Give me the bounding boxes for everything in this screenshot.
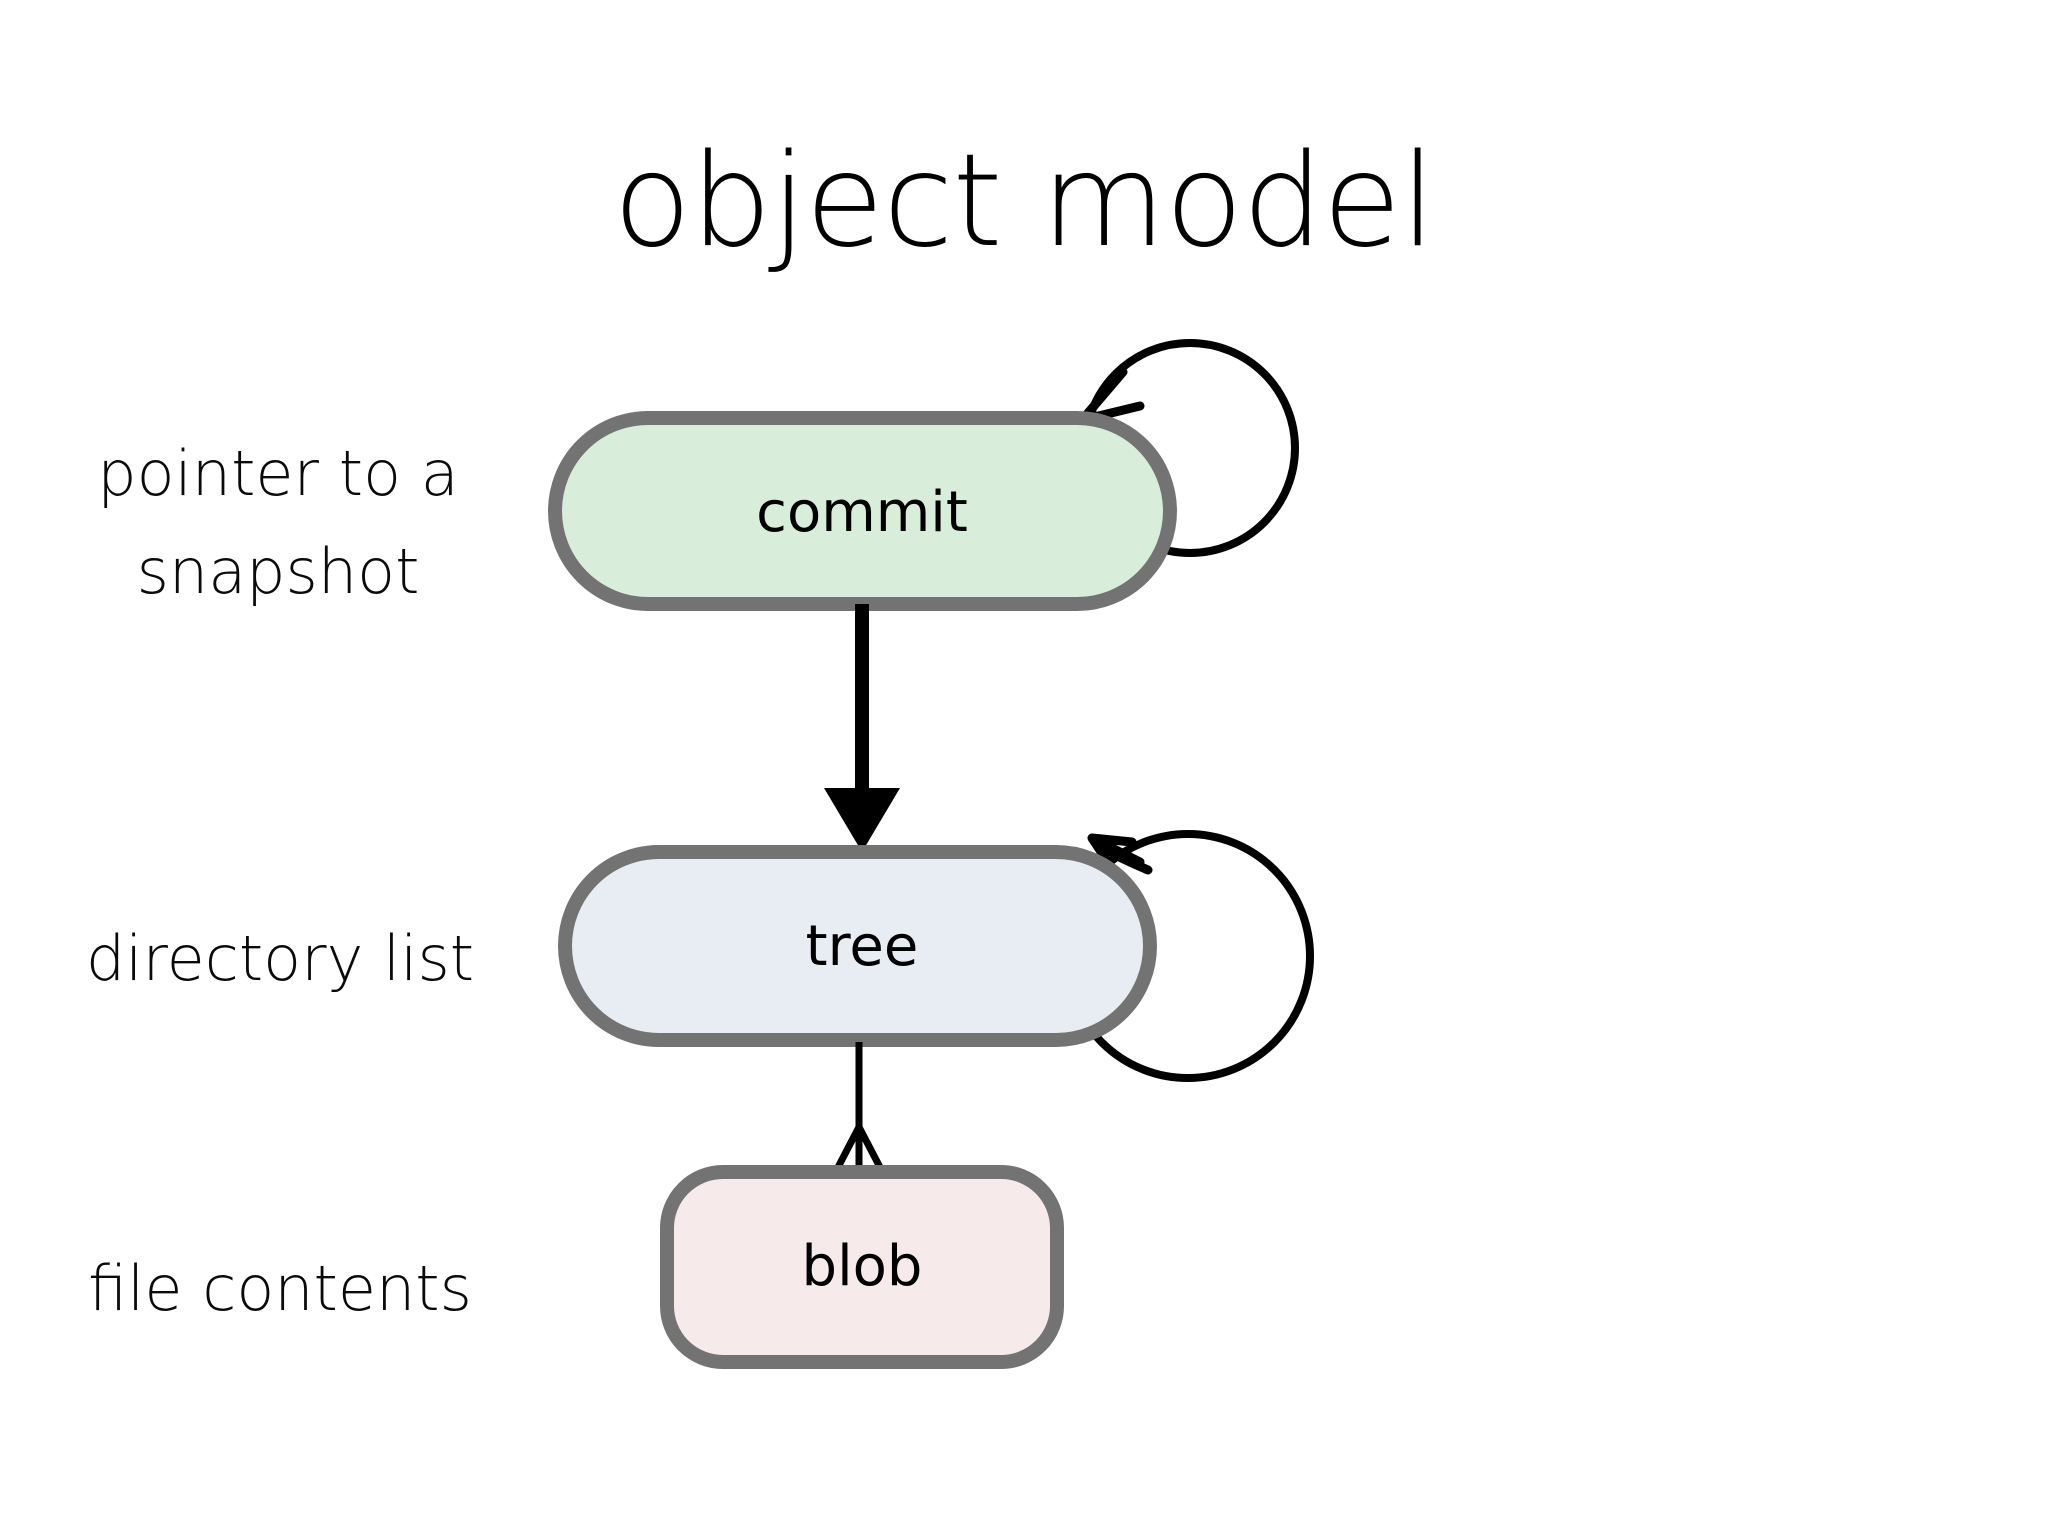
annotation-blob: file contents bbox=[88, 1252, 472, 1325]
tree-node-label: tree bbox=[806, 914, 919, 979]
annotation-tree: directory list bbox=[86, 922, 474, 995]
commit-node-label: commit bbox=[756, 480, 968, 545]
blob-node-label: blob bbox=[802, 1234, 923, 1299]
node-blob[interactable]: blob bbox=[660, 1165, 1064, 1369]
annotation-commit-line2: snapshot bbox=[137, 535, 420, 608]
tree-node-shape[interactable] bbox=[558, 845, 1157, 1047]
commit-tree-arrowhead bbox=[824, 788, 900, 852]
annotation-tree-line1: directory list bbox=[86, 922, 474, 995]
node-tree[interactable]: tree bbox=[558, 845, 1157, 1047]
slide-title: object model bbox=[613, 127, 1435, 276]
node-commit[interactable]: commit bbox=[548, 411, 1177, 611]
annotation-commit-line1: pointer to a bbox=[97, 437, 458, 510]
edge-blob-to-tree bbox=[831, 1042, 887, 1175]
annotation-blob-line1: file contents bbox=[88, 1252, 472, 1325]
edge-commit-to-tree bbox=[824, 604, 900, 852]
blob-node-shape[interactable] bbox=[660, 1165, 1064, 1369]
annotation-commit: pointer to a snapshot bbox=[97, 437, 458, 608]
